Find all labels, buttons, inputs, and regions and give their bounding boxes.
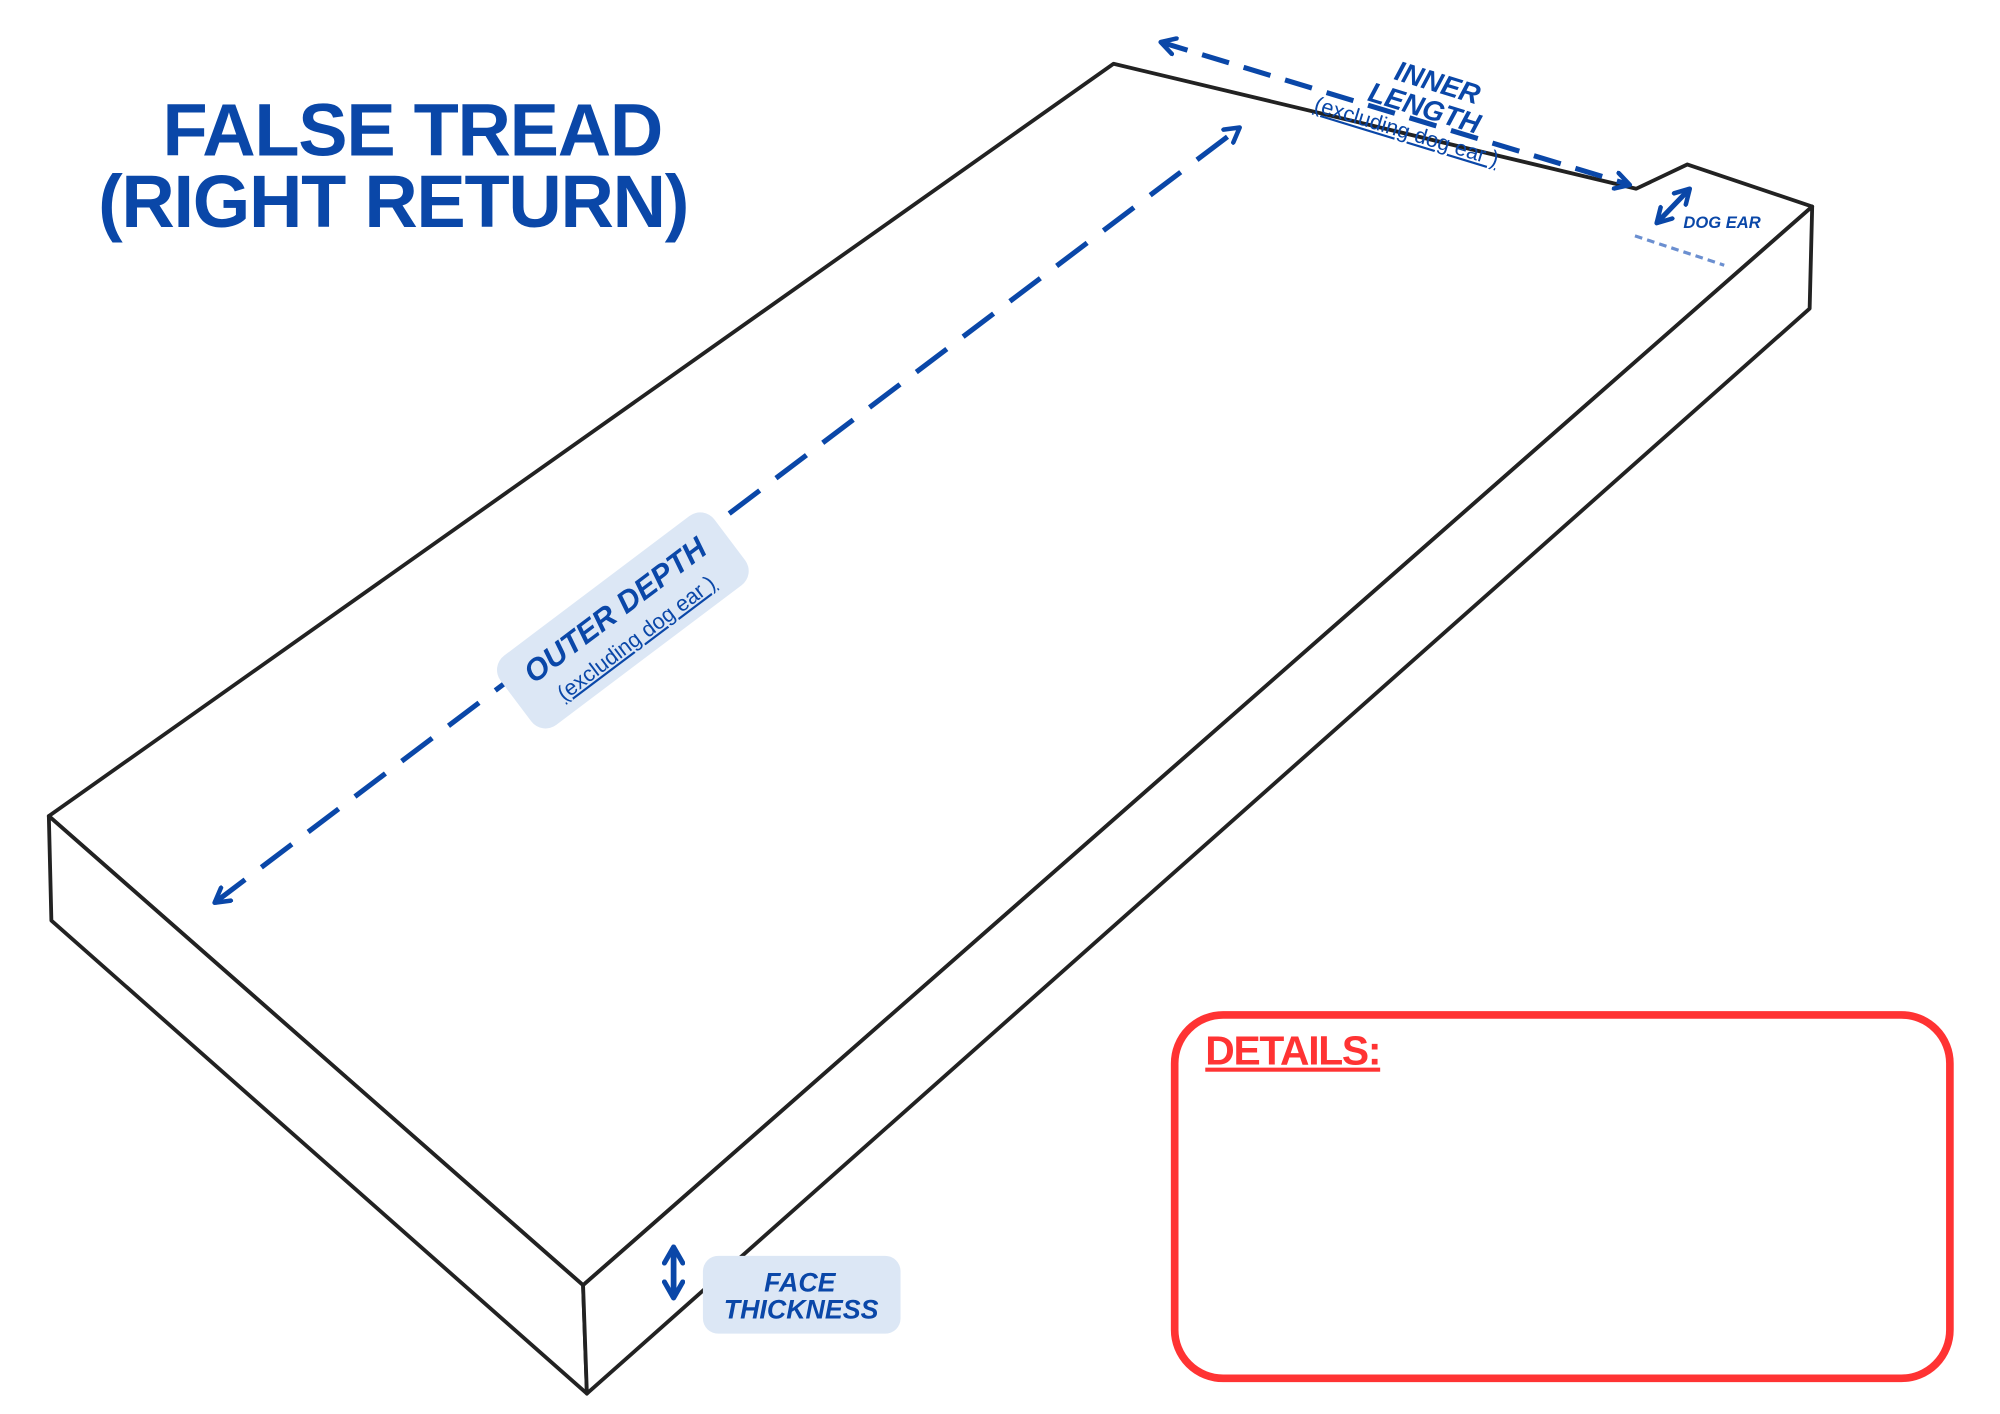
title-line-2: (RIGHT RETURN) — [98, 160, 688, 243]
dog-ear-guide-line — [1634, 234, 1725, 267]
inner-length-arrow — [1161, 42, 1630, 185]
details-box — [1170, 1011, 1954, 1383]
details-heading: DETAILS: — [1205, 1028, 1380, 1074]
inner-length-label: INNER LENGTH (excluding dog ear ) — [1312, 55, 1502, 171]
face-thickness-line-1: FACE — [764, 1268, 837, 1298]
outer-depth-arrow — [215, 128, 1240, 903]
face-thickness-label-bg — [702, 1255, 901, 1334]
dog-ear-arrow — [1657, 189, 1690, 223]
face-thickness-line-2: THICKNESS — [724, 1294, 879, 1324]
outer-depth-label-bg — [496, 512, 749, 729]
dog-ear-label: DOG EAR — [1683, 213, 1760, 232]
